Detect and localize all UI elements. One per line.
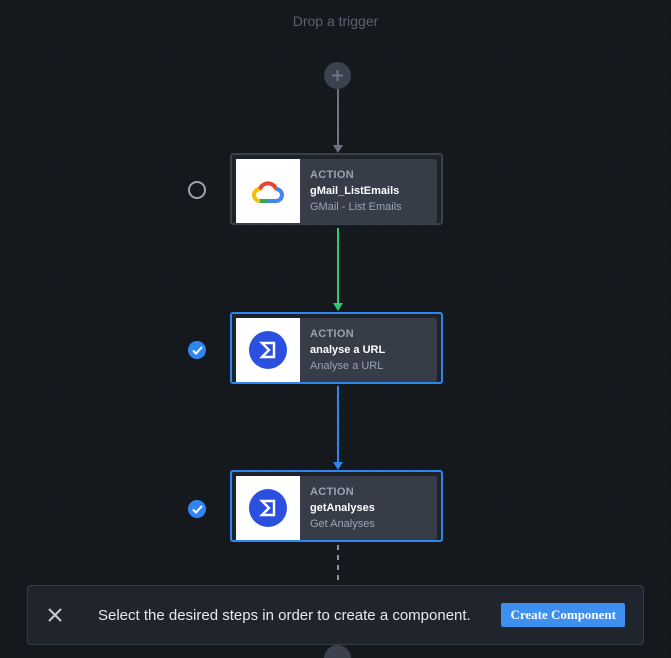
step-icon-container [236, 476, 300, 540]
add-step-handle[interactable] [324, 645, 351, 658]
step-node-gmail-list-emails[interactable]: ACTION gMail_ListEmails GMail - List Ema… [230, 153, 443, 225]
component-selection-bar: Select the desired steps in order to cre… [27, 585, 644, 645]
step-name: getAnalyses [310, 501, 375, 514]
step-info: ACTION analyse a URL Analyse a URL [300, 318, 437, 382]
drop-trigger-placeholder[interactable]: Drop a trigger [292, 13, 379, 29]
step-subtitle: Analyse a URL [310, 359, 384, 372]
step-select-checkbox[interactable] [188, 500, 206, 518]
step-select-checkbox[interactable] [188, 181, 206, 199]
selected-connector-arrow [333, 462, 343, 470]
step-kind: ACTION [310, 485, 354, 498]
step-icon-container [236, 318, 300, 382]
step-node-analyse-url[interactable]: ACTION analyse a URL Analyse a URL [230, 312, 443, 384]
google-cloud-icon [252, 181, 284, 203]
close-button[interactable] [28, 586, 82, 644]
sigma-icon [249, 489, 287, 527]
trigger-connector-arrow [333, 145, 343, 153]
step-kind: ACTION [310, 168, 354, 181]
step-subtitle: Get Analyses [310, 517, 375, 530]
close-icon [48, 608, 62, 622]
selection-message: Select the desired steps in order to cre… [98, 606, 471, 624]
create-component-button[interactable]: Create Component [501, 603, 625, 627]
step-select-checkbox[interactable] [188, 341, 206, 359]
step-node-get-analyses[interactable]: ACTION getAnalyses Get Analyses [230, 470, 443, 542]
step-kind: ACTION [310, 327, 354, 340]
step-subtitle: GMail - List Emails [310, 200, 402, 213]
step-icon-container [236, 159, 300, 223]
success-connector-arrow [333, 303, 343, 311]
check-icon [191, 504, 203, 514]
add-trigger-button[interactable] [324, 62, 351, 89]
step-name: gMail_ListEmails [310, 184, 400, 197]
step-name: analyse a URL [310, 343, 386, 356]
check-icon [191, 345, 203, 355]
step-info: ACTION getAnalyses Get Analyses [300, 476, 437, 540]
sigma-icon [249, 331, 287, 369]
plus-icon [332, 70, 343, 81]
step-info: ACTION gMail_ListEmails GMail - List Ema… [300, 159, 437, 223]
